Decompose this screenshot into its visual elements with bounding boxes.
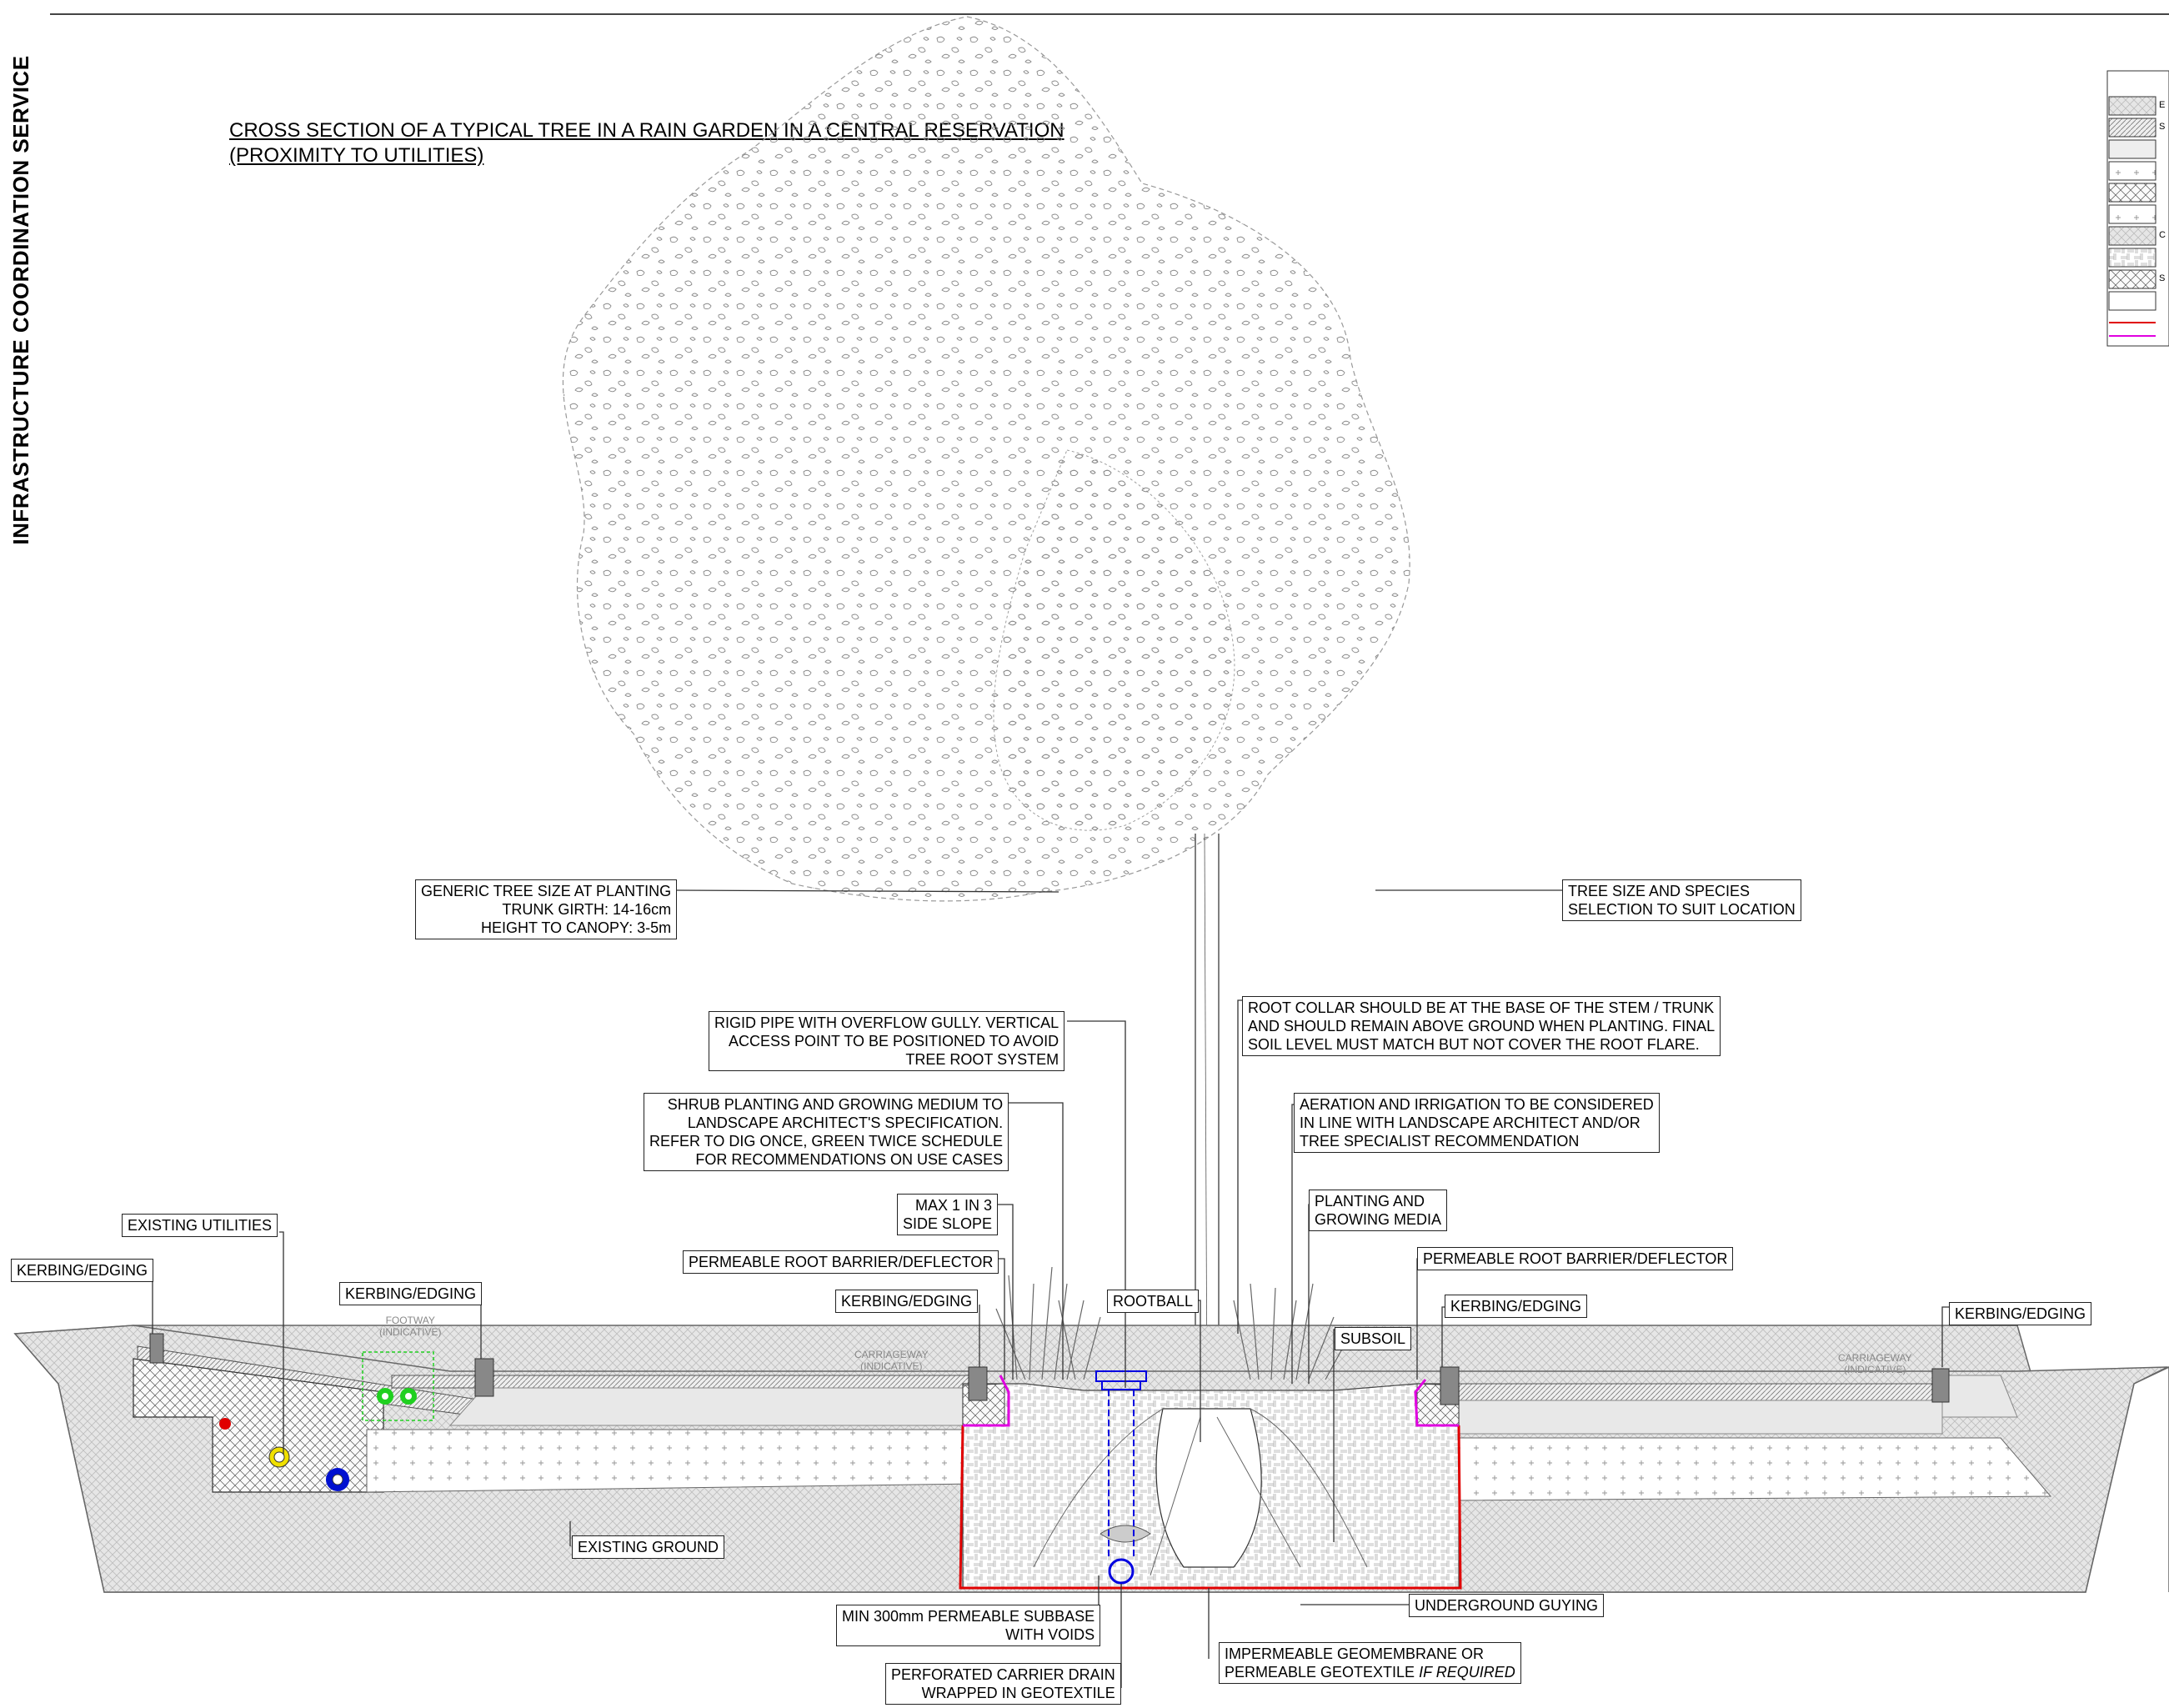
label-underground-guying: UNDERGROUND GUYING [1409, 1594, 1605, 1617]
label-kerbing-2: KERBING/EDGING [339, 1282, 483, 1305]
geomembrane-line [959, 1425, 1462, 1590]
legend-letter-2: S [2159, 122, 2166, 132]
label-kerbing-3: KERBING/EDGING [835, 1290, 979, 1313]
root-barrier-right [1414, 1379, 1459, 1427]
legend-letter-3: C [2159, 230, 2166, 240]
label-kerbing-1: KERBING/EDGING [11, 1259, 154, 1282]
legend-letter-1: E [2159, 100, 2166, 110]
tree-pit [962, 1383, 1460, 1589]
label-subsoil: SUBSOIL [1335, 1327, 1412, 1350]
carriageway-left-label: CARRIAGEWAY(INDICATIVE) [854, 1349, 929, 1372]
legend-letter-4: S [2159, 273, 2166, 283]
utility-red [219, 1418, 231, 1430]
border-line [50, 13, 2169, 15]
kerbs [149, 1333, 1950, 1405]
label-kerbing-5: KERBING/EDGING [1949, 1302, 2092, 1325]
legend-panel [2106, 70, 2169, 347]
label-root-collar: ROOT COLLAR SHOULD BE AT THE BASE OF THE… [1242, 996, 1721, 1056]
title-line-2: (PROXIMITY TO UTILITIES) [229, 144, 484, 167]
utility-green-zone [362, 1351, 434, 1421]
tree-canopy [562, 16, 1410, 902]
carriageway-right-label: CARRIAGEWAY(INDICATIVE) [1838, 1352, 1912, 1375]
label-rigid-pipe: RIGID PIPE WITH OVERFLOW GULLY. VERTICAL… [709, 1011, 1065, 1071]
footway-label: FOOTWAY(INDICATIVE) [379, 1315, 442, 1338]
rigid-pipe [1095, 1370, 1147, 1585]
root-barrier-left [963, 1375, 1010, 1427]
label-existing-ground: EXISTING GROUND [572, 1535, 725, 1559]
label-kerbing-4: KERBING/EDGING [1445, 1295, 1588, 1318]
label-existing-utilities: EXISTING UTILITIES [122, 1214, 278, 1237]
label-aeration: AERATION AND IRRIGATION TO BE CONSIDERED… [1294, 1093, 1660, 1153]
label-root-barrier-right: PERMEABLE ROOT BARRIER/DEFLECTOR [1417, 1247, 1734, 1270]
leader-lines [152, 889, 1952, 1688]
tree-trunk [1195, 833, 1220, 1410]
label-rootball: ROOTBALL [1107, 1290, 1200, 1313]
label-root-barrier-left: PERMEABLE ROOT BARRIER/DEFLECTOR [683, 1250, 999, 1274]
